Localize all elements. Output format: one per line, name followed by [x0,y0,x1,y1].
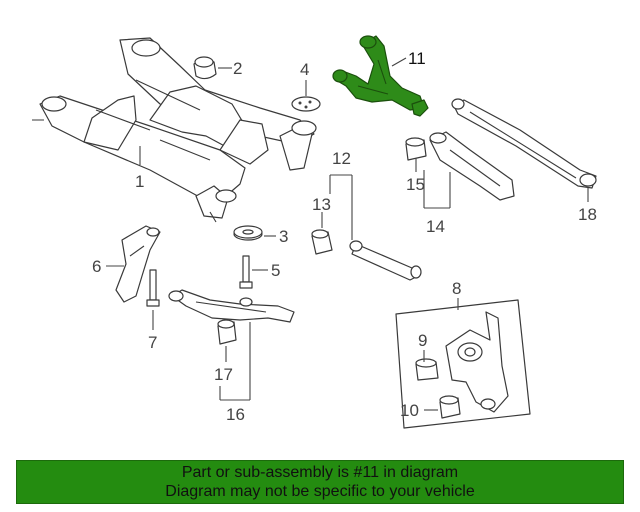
callout-6: 6 [92,257,101,276]
part-3-washer[interactable] [233,225,263,241]
part-8-knuckle-group[interactable] [395,299,531,429]
callout-14: 14 [426,217,445,236]
leader-lines [106,57,589,411]
part-17-bushing[interactable] [217,319,237,345]
callout-8: 8 [452,279,461,298]
part-4-plate[interactable] [291,96,321,112]
callout-numbers: 1 2 3 4 5 6 7 8 9 10 11 12 13 14 15 16 1… [92,49,597,424]
part-10-bushing[interactable] [439,395,461,419]
part-7-bolt[interactable] [146,269,160,307]
part-15-bushing[interactable] [405,137,427,161]
part-9-bushing[interactable] [415,358,439,381]
part-11-control-arm[interactable] [332,35,429,117]
callout-18: 18 [578,205,597,224]
banner-line-1: Part or sub-assembly is #11 in diagram [181,464,459,481]
callout-15: 15 [406,175,425,194]
callout-16: 16 [226,405,245,424]
callout-3: 3 [279,227,288,246]
callout-13: 13 [312,195,331,214]
callout-4: 4 [300,60,309,79]
callout-1: 1 [135,172,144,191]
callout-2: 2 [233,59,242,78]
banner-line-2: Diagram may not be specific to your vehi… [165,483,475,500]
part-6-bracket[interactable] [115,225,161,303]
part-12-lateral-link[interactable] [349,240,422,281]
callout-5: 5 [271,261,280,280]
part-2-bushing[interactable] [193,56,217,80]
part-13-bushing[interactable] [311,229,333,255]
part-16-lower-arm[interactable] [168,289,295,323]
info-banner: Part or sub-assembly is #11 in diagram D… [16,460,624,504]
callout-17: 17 [214,365,233,384]
callout-11: 11 [408,49,426,68]
part-14-trailing-arm[interactable] [429,131,515,201]
part-1-subframe[interactable] [32,37,317,223]
callout-10: 10 [400,401,419,420]
callout-12: 12 [332,149,351,168]
callout-7: 7 [148,333,157,352]
callout-9: 9 [418,331,427,350]
part-5-bolt[interactable] [239,255,253,289]
part-18-link[interactable] [451,98,597,189]
